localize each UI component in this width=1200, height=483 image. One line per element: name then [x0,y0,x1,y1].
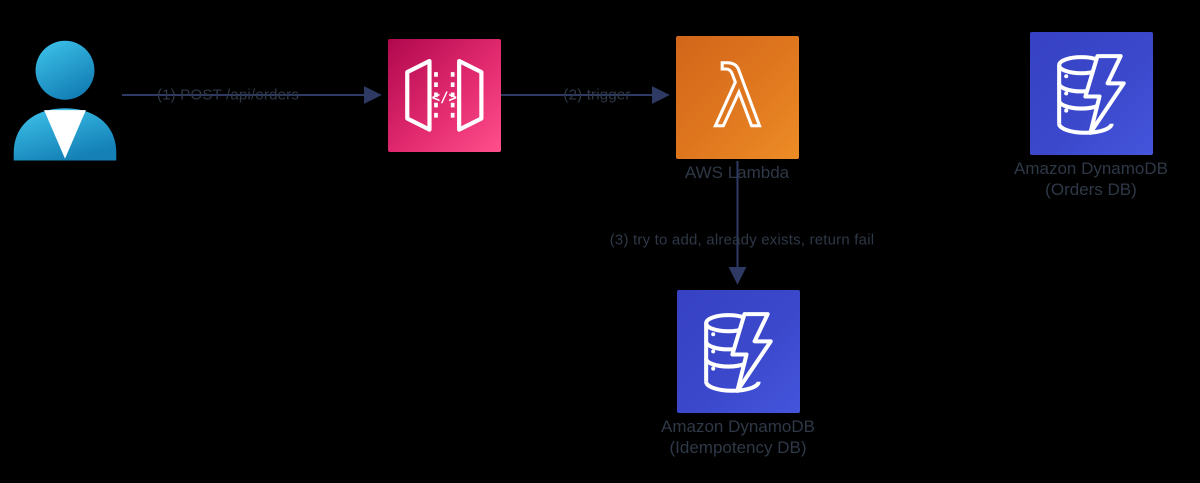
orders-db-node[interactable] [1030,32,1153,155]
idempotency-db-label-line2: (Idempotency DB) [669,438,807,457]
orders-db-label: Amazon DynamoDB (Orders DB) [1014,158,1168,200]
aws-dynamodb-icon [1030,32,1153,155]
orders-db-label-line2: (Orders DB) [1045,180,1137,199]
idempotency-db-label: Amazon DynamoDB (Idempotency DB) [661,416,815,458]
edge-label-try-to-add: (3) try to add, already exists, return f… [609,231,875,249]
aws-api-gateway-icon: </> [388,39,501,152]
user-person-icon [13,40,117,161]
aws-lambda-icon: λ [676,36,799,159]
aws-dynamodb-icon [677,290,800,413]
edge-label-post-api-orders: (1) POST /api/orders [156,86,300,104]
orders-db-label-line1: Amazon DynamoDB [1013,159,1169,178]
code-glyph: </> [432,90,457,106]
lambda-node[interactable]: λ [676,36,799,159]
lambda-label: AWS Lambda [684,163,790,182]
lambda-glyph: λ [713,49,762,146]
idempotency-db-node[interactable] [677,290,800,413]
idempotency-db-label-line1: Amazon DynamoDB [660,417,816,436]
api-gateway-node[interactable]: </> [388,39,501,152]
edge-label-trigger: (2) trigger [563,86,631,104]
user-node[interactable] [8,26,122,162]
